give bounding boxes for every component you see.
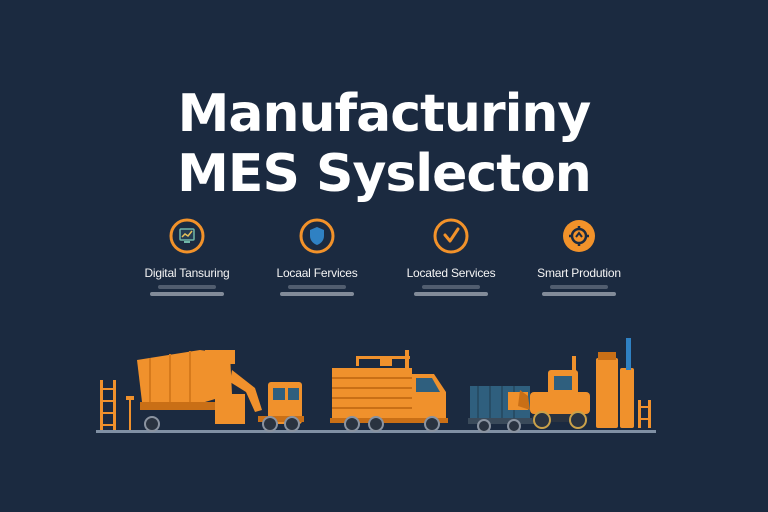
feature-label: Digital Tansuring [144,266,230,280]
feature-local: Locaal Fervices [242,214,392,299]
cargo-truck [330,368,448,432]
cement-mixer-truck [137,350,304,432]
title-line-2: MES Syslecton [177,144,592,204]
check-icon [433,218,469,254]
feature-smart: Smart Prodution [504,214,654,299]
blue-container-truck [468,386,534,433]
feature-label: Smart Prodution [537,266,621,280]
crane [356,350,410,370]
title-line-1: Manufacturiny [177,84,592,144]
caption-placeholder [280,285,354,296]
machinery-illustration [96,338,656,433]
ladder [100,380,134,430]
wheel-loader [518,356,590,429]
main-title: Manufacturiny MES Syslecton [0,84,768,204]
gear-icon [563,220,595,252]
monitor-icon [169,218,205,254]
caption-placeholder [542,285,616,296]
industrial-tanks [596,338,651,428]
feature-located: Located Services [376,214,526,299]
features-row: Digital Tansuring Locaal Fervices Loca [0,214,768,314]
caption-placeholder [150,285,224,296]
caption-placeholder [414,285,488,296]
feature-label: Located Services [406,266,496,280]
shield-icon [299,218,335,254]
feature-digital: Digital Tansuring [112,214,262,299]
feature-label: Locaal Fervices [276,266,358,280]
